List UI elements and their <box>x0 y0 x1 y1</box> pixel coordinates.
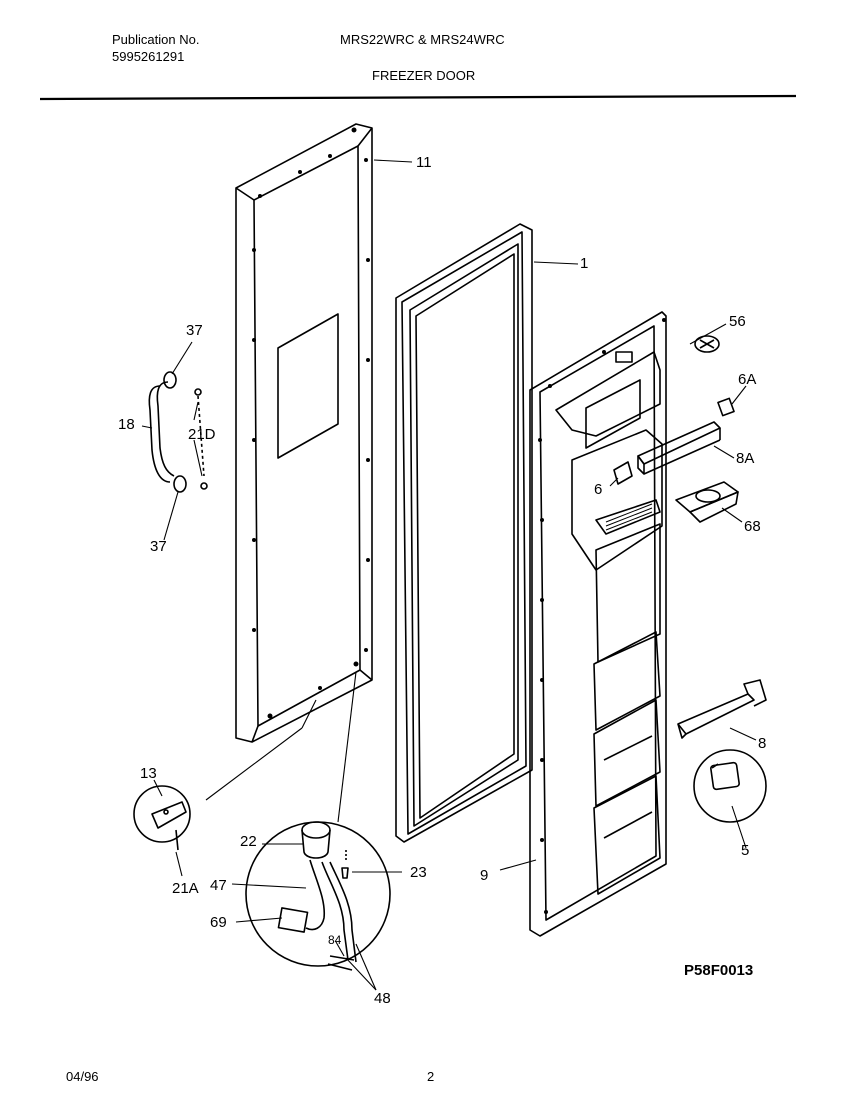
detail-circle-5 <box>693 749 767 823</box>
publication-number: 5995261291 <box>112 49 185 64</box>
detail-circle-13 <box>133 785 191 851</box>
callout-1: 1 <box>580 255 589 272</box>
footer-date: 04/96 <box>66 1069 99 1084</box>
screw-56 <box>694 335 720 353</box>
bar-8A <box>637 421 721 475</box>
callout-11: 11 <box>416 154 432 171</box>
callout-13: 13 <box>140 765 157 782</box>
clip-6A <box>717 397 735 417</box>
callout-18: 18 <box>118 416 135 433</box>
callout-37-bottom: 37 <box>150 538 167 555</box>
callout-6A: 6A <box>738 371 757 388</box>
callout-9: 9 <box>480 867 489 884</box>
model-numbers: MRS22WRC & MRS24WRC <box>340 32 505 47</box>
bracket-6 <box>613 461 633 485</box>
drawing-code: P58F0013 <box>684 962 754 979</box>
leader-lines <box>141 159 757 991</box>
callout-56: 56 <box>729 313 746 330</box>
section-title: FREEZER DOOR <box>372 68 476 83</box>
callout-21D: 21D <box>188 426 216 443</box>
handle-18 <box>148 371 208 493</box>
callout-69: 69 <box>210 914 227 931</box>
header-rule <box>39 94 797 101</box>
door-panel-11 <box>235 123 373 743</box>
callout-23: 23 <box>410 864 427 881</box>
callout-68: 68 <box>744 518 761 535</box>
callout-47: 47 <box>210 877 227 894</box>
callout-6: 6 <box>594 481 603 498</box>
callout-22: 22 <box>240 833 257 850</box>
callout-84: 84 <box>328 933 342 947</box>
door-gasket-1 <box>395 223 533 843</box>
callout-48: 48 <box>374 990 391 1007</box>
callout-8A: 8A <box>736 450 755 467</box>
switch-68 <box>675 481 739 523</box>
inner-door-liner-9 <box>529 311 667 937</box>
callout-21A: 21A <box>172 880 199 897</box>
callout-37-top: 37 <box>186 322 203 339</box>
detail-circle-wiring <box>245 821 391 971</box>
callout-5: 5 <box>741 842 750 859</box>
footer-page: 2 <box>427 1069 435 1084</box>
publication-label: Publication No. <box>112 32 200 47</box>
callout-8: 8 <box>758 735 767 752</box>
handle-bracket-8 <box>677 679 767 739</box>
